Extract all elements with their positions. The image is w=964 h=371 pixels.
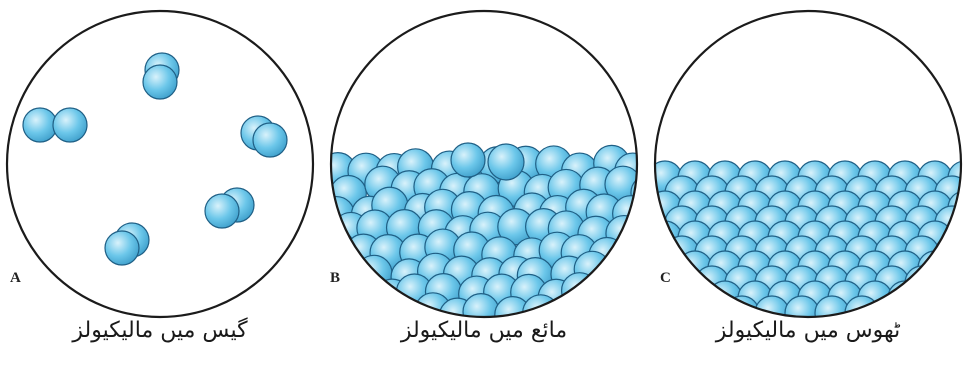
caption-solid: ٹھوس میں مالیکیولز: [658, 318, 958, 343]
molecule: [948, 281, 964, 315]
panel-solid: [648, 11, 964, 330]
molecule: [935, 266, 964, 300]
molecule: [918, 251, 952, 285]
molecule: [628, 213, 664, 249]
panel-liquid: [316, 11, 670, 358]
molecule: [678, 281, 712, 315]
gas-molecule-pair: [143, 53, 179, 99]
molecule: [918, 281, 952, 315]
molecule: [888, 281, 922, 315]
panel-label-c: C: [660, 270, 671, 287]
molecule: [948, 221, 964, 255]
molecule: [562, 273, 598, 309]
molecule: [205, 194, 239, 228]
molecule: [253, 123, 287, 157]
molecule: [905, 266, 939, 300]
caption-gas: گیس میں مالیکیولز: [10, 318, 310, 343]
panel-label-b: B: [330, 270, 340, 287]
molecule: [619, 275, 655, 311]
molecule: [105, 231, 139, 265]
panel-label-a: A: [10, 270, 21, 287]
caption-liquid: مائع میں مالیکیولز: [334, 318, 634, 343]
panel-gas: [7, 11, 313, 317]
molecule: [948, 251, 964, 285]
molecule: [53, 108, 87, 142]
molecule: [356, 255, 392, 291]
molecule: [323, 276, 359, 312]
molecule: [625, 251, 661, 287]
molecule: [143, 65, 177, 99]
molecule: [451, 143, 485, 177]
molecule: [343, 280, 379, 316]
molecule: [23, 108, 57, 142]
solid-molecules: [648, 161, 964, 330]
molecule: [604, 256, 640, 292]
molecule: [488, 144, 524, 180]
molecule: [585, 279, 621, 315]
